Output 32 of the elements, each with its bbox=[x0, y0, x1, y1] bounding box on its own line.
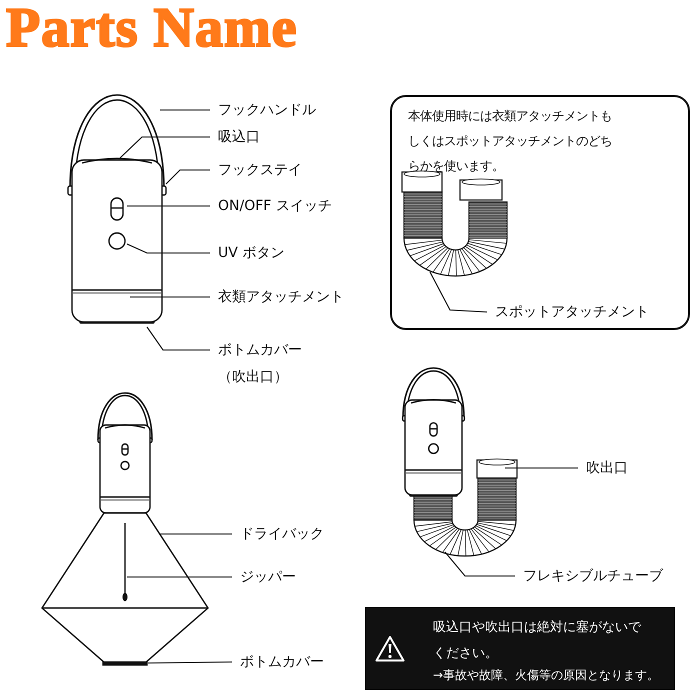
part-label: ジッパー bbox=[232, 567, 296, 587]
part-label: フレキシブルチューブ bbox=[515, 566, 663, 586]
part-label: （吹出口） bbox=[218, 368, 289, 387]
leader-line bbox=[160, 109, 210, 111]
title: Parts Name bbox=[6, 0, 298, 60]
leader-line bbox=[126, 244, 210, 254]
part-label: ボトムカバー bbox=[232, 652, 324, 672]
leader-line bbox=[146, 326, 210, 351]
part-label: ドライバック bbox=[232, 524, 324, 544]
leader-line bbox=[148, 661, 232, 664]
part-label: 衣類アタッチメント bbox=[210, 287, 344, 307]
leader-line bbox=[130, 296, 210, 298]
part-label: フックハンドル bbox=[210, 100, 316, 120]
leader-line bbox=[120, 136, 210, 158]
part-label: フックステイ bbox=[210, 160, 302, 180]
leader-line bbox=[166, 169, 210, 184]
warning-text: 吸込口や吹出口は絶対に塞がないでください。 bbox=[433, 619, 642, 663]
part-label: ON/OFF スイッチ bbox=[210, 196, 332, 216]
warning-text: →事故や故障、火傷等の原因となります。 bbox=[433, 667, 660, 684]
note-panel bbox=[390, 95, 690, 330]
part-label: 吹出口 bbox=[578, 458, 628, 478]
warning-panel bbox=[365, 607, 675, 690]
leader-line bbox=[505, 467, 578, 469]
leader-line bbox=[444, 552, 515, 577]
part-label: 吸込口 bbox=[210, 127, 260, 147]
part-label: UV ボタン bbox=[210, 243, 284, 263]
part-label: スポットアタッチメント bbox=[487, 302, 649, 322]
leader-line bbox=[127, 205, 210, 207]
part-label: ボトムカバー bbox=[218, 341, 302, 360]
leader-line bbox=[127, 576, 232, 578]
leader-line bbox=[430, 272, 488, 313]
leader-line bbox=[159, 533, 232, 535]
